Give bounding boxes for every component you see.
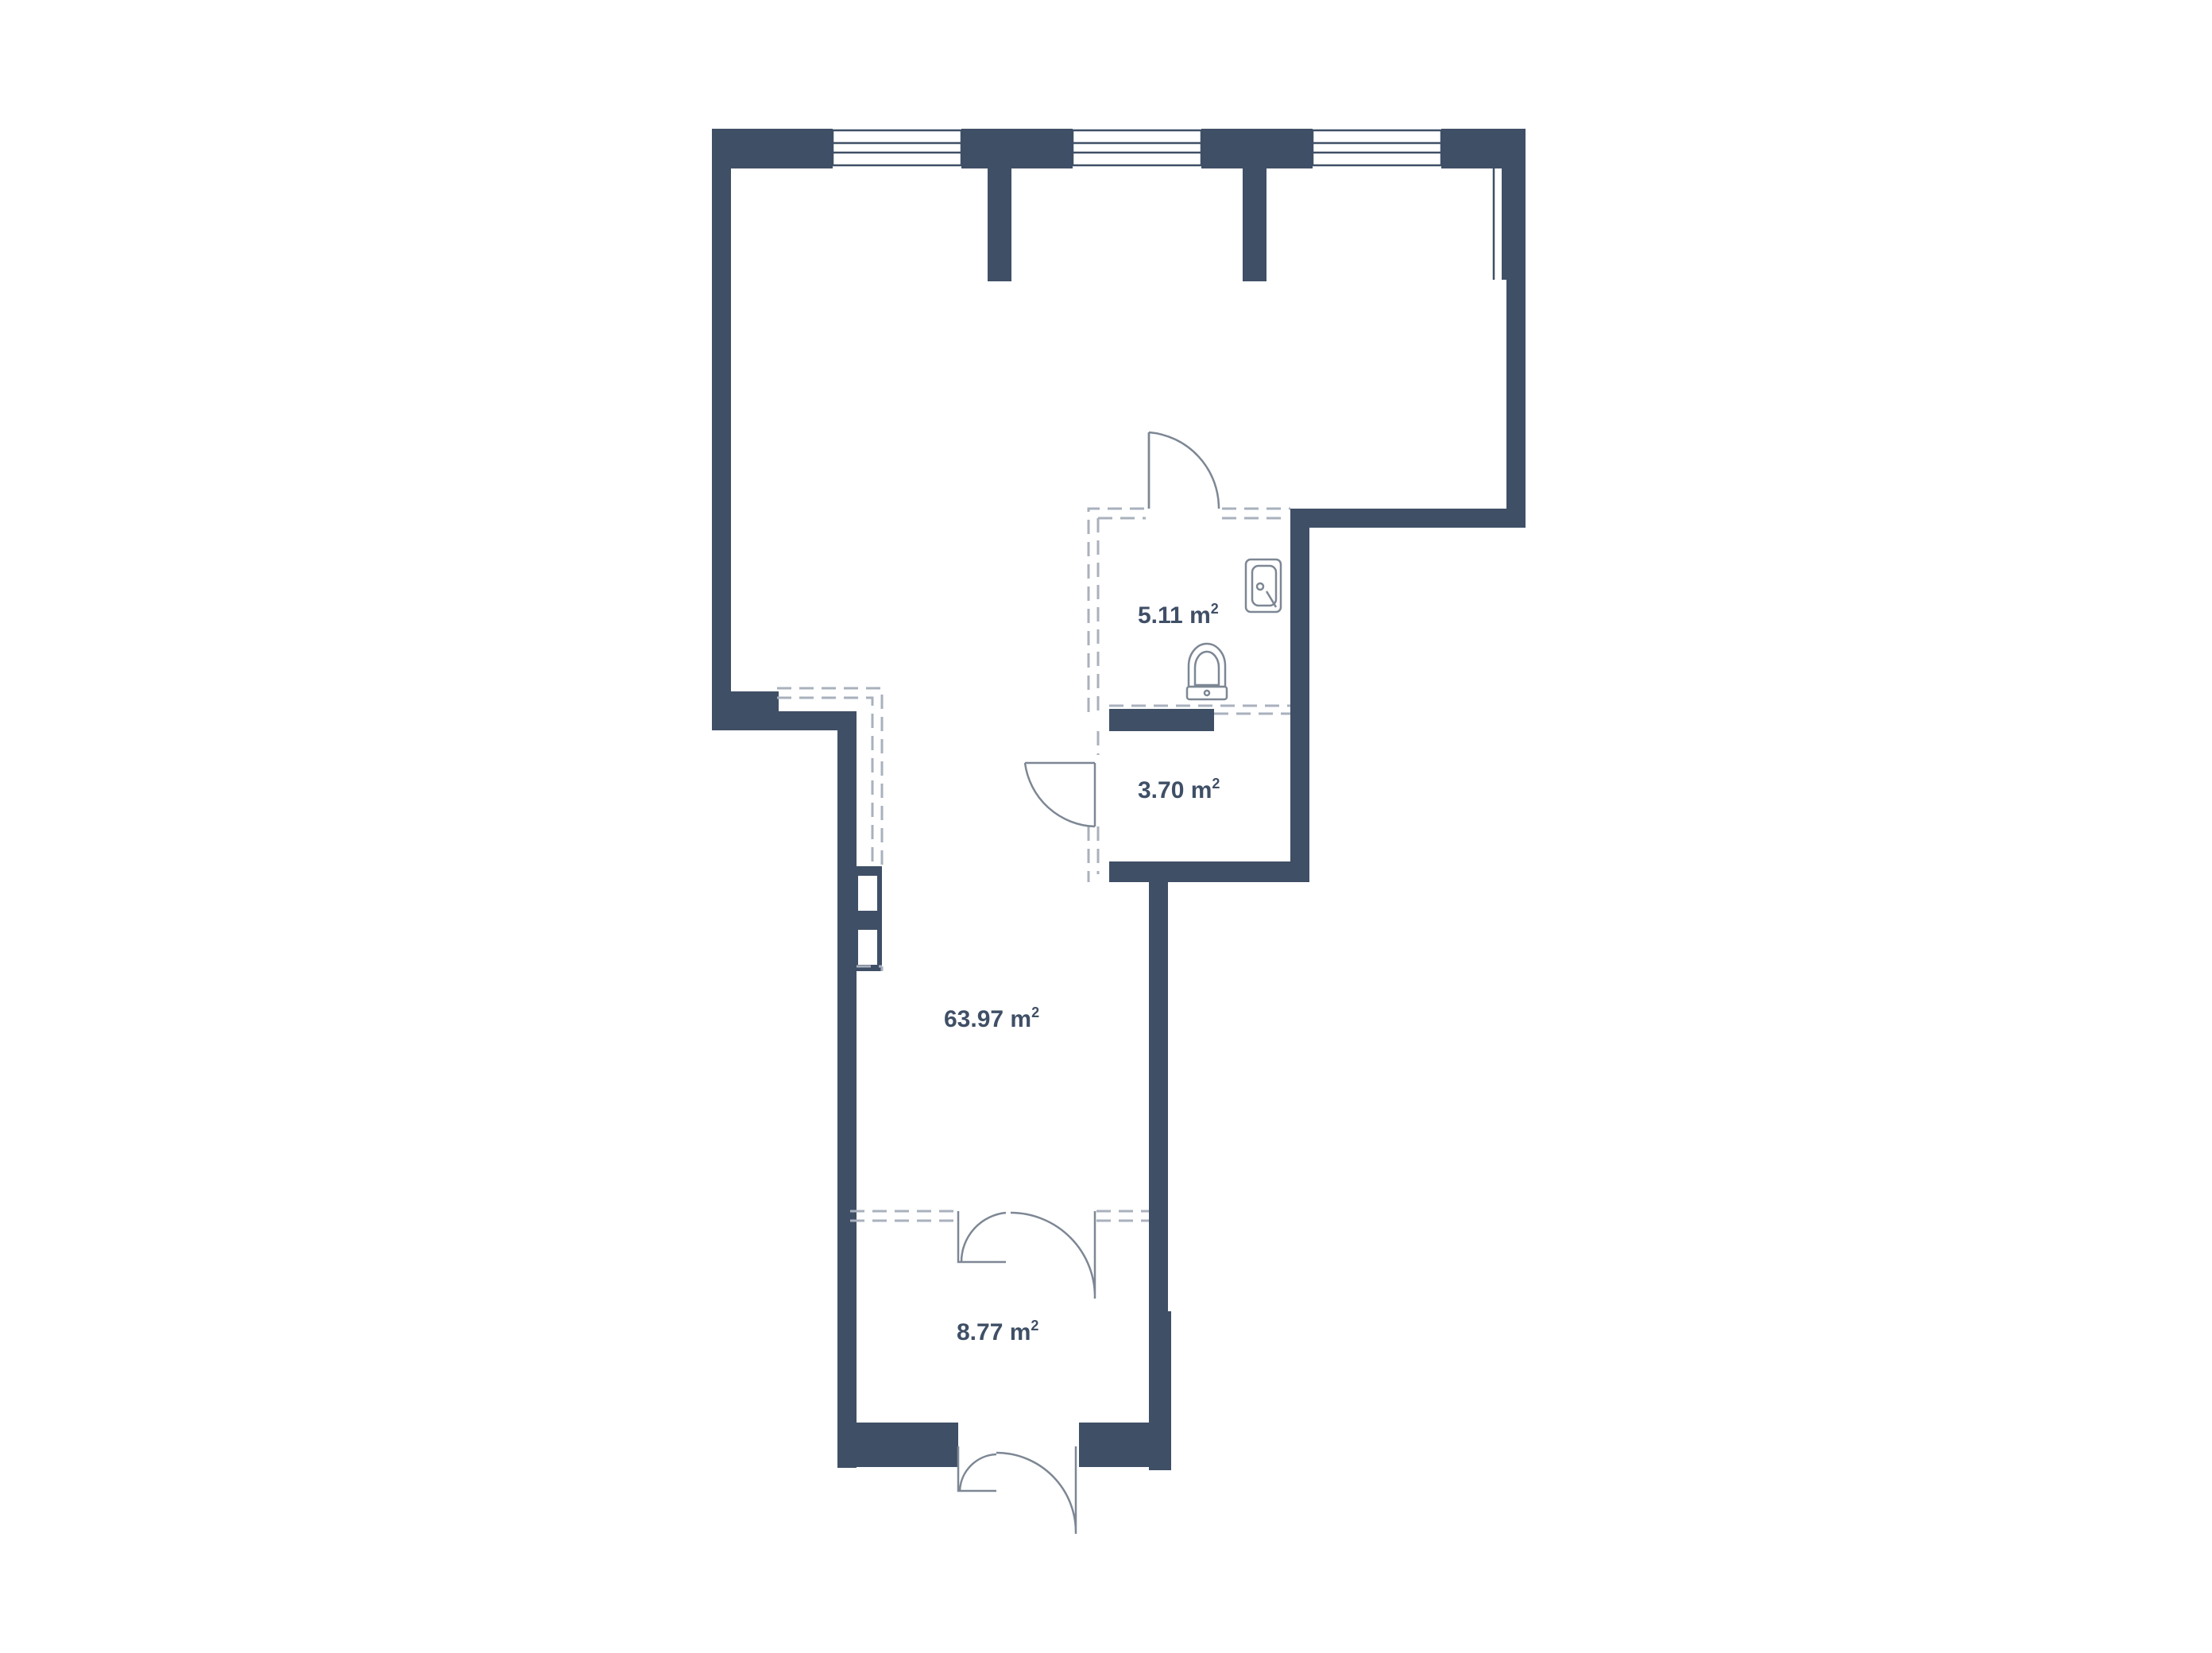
area-labels: 5.11 m2 3.70 m2 63.97 m2 8.77 m2 — [944, 601, 1220, 1345]
wall-right-upper-notch — [1502, 129, 1526, 280]
wall-top-pier-2 — [1201, 129, 1313, 168]
windows — [831, 129, 1495, 280]
walls — [712, 129, 1526, 1470]
area-label-bathroom: 5.11 m2 — [1138, 601, 1219, 629]
dash-left-niche — [777, 687, 884, 866]
wall-left-step-box — [731, 691, 779, 699]
door-swing-icon — [1023, 761, 1096, 828]
dash-left-niche-inner — [777, 696, 874, 866]
wall-left — [712, 129, 731, 730]
wall-bath-right — [1290, 509, 1309, 882]
niche-opening-2 — [858, 930, 877, 965]
dashed-partitions — [777, 507, 1290, 1222]
wall-bottom-left — [837, 1423, 958, 1467]
wall-left-step — [712, 711, 857, 730]
doors — [957, 431, 1220, 1535]
pilaster-1 — [988, 168, 1011, 281]
area-label-hallway: 3.70 m2 — [1138, 776, 1220, 803]
window-icon — [1071, 129, 1203, 167]
sink-icon — [1244, 558, 1282, 614]
wall-right-step — [1290, 509, 1526, 528]
door-swing-icon — [957, 1446, 1077, 1535]
wall-bath-bottom — [1109, 861, 1309, 882]
area-label-main-space: 63.97 m2 — [944, 1005, 1039, 1032]
door-swing-icon — [957, 1211, 1096, 1299]
door-swing-icon — [1147, 431, 1220, 509]
niche-opening-1 — [858, 876, 877, 911]
wall-corridor-right — [1149, 882, 1168, 1311]
window-icon — [1311, 129, 1443, 167]
wall-top-left — [712, 129, 833, 168]
area-label-vestibule: 8.77 m2 — [957, 1318, 1038, 1345]
wall-bottom-right — [1079, 1423, 1171, 1467]
window-icon — [831, 129, 963, 167]
wall-bath-partition — [1109, 709, 1214, 731]
toilet-icon — [1185, 642, 1228, 701]
wall-corridor-left — [837, 711, 857, 1468]
fixtures — [1185, 558, 1282, 701]
pilaster-2 — [1243, 168, 1266, 281]
dash-bath-top — [1087, 507, 1146, 712]
wall-bottom-inner-left — [857, 1311, 866, 1423]
wall-top-pier-1 — [961, 129, 1073, 168]
wall-right-upper — [1506, 280, 1526, 528]
